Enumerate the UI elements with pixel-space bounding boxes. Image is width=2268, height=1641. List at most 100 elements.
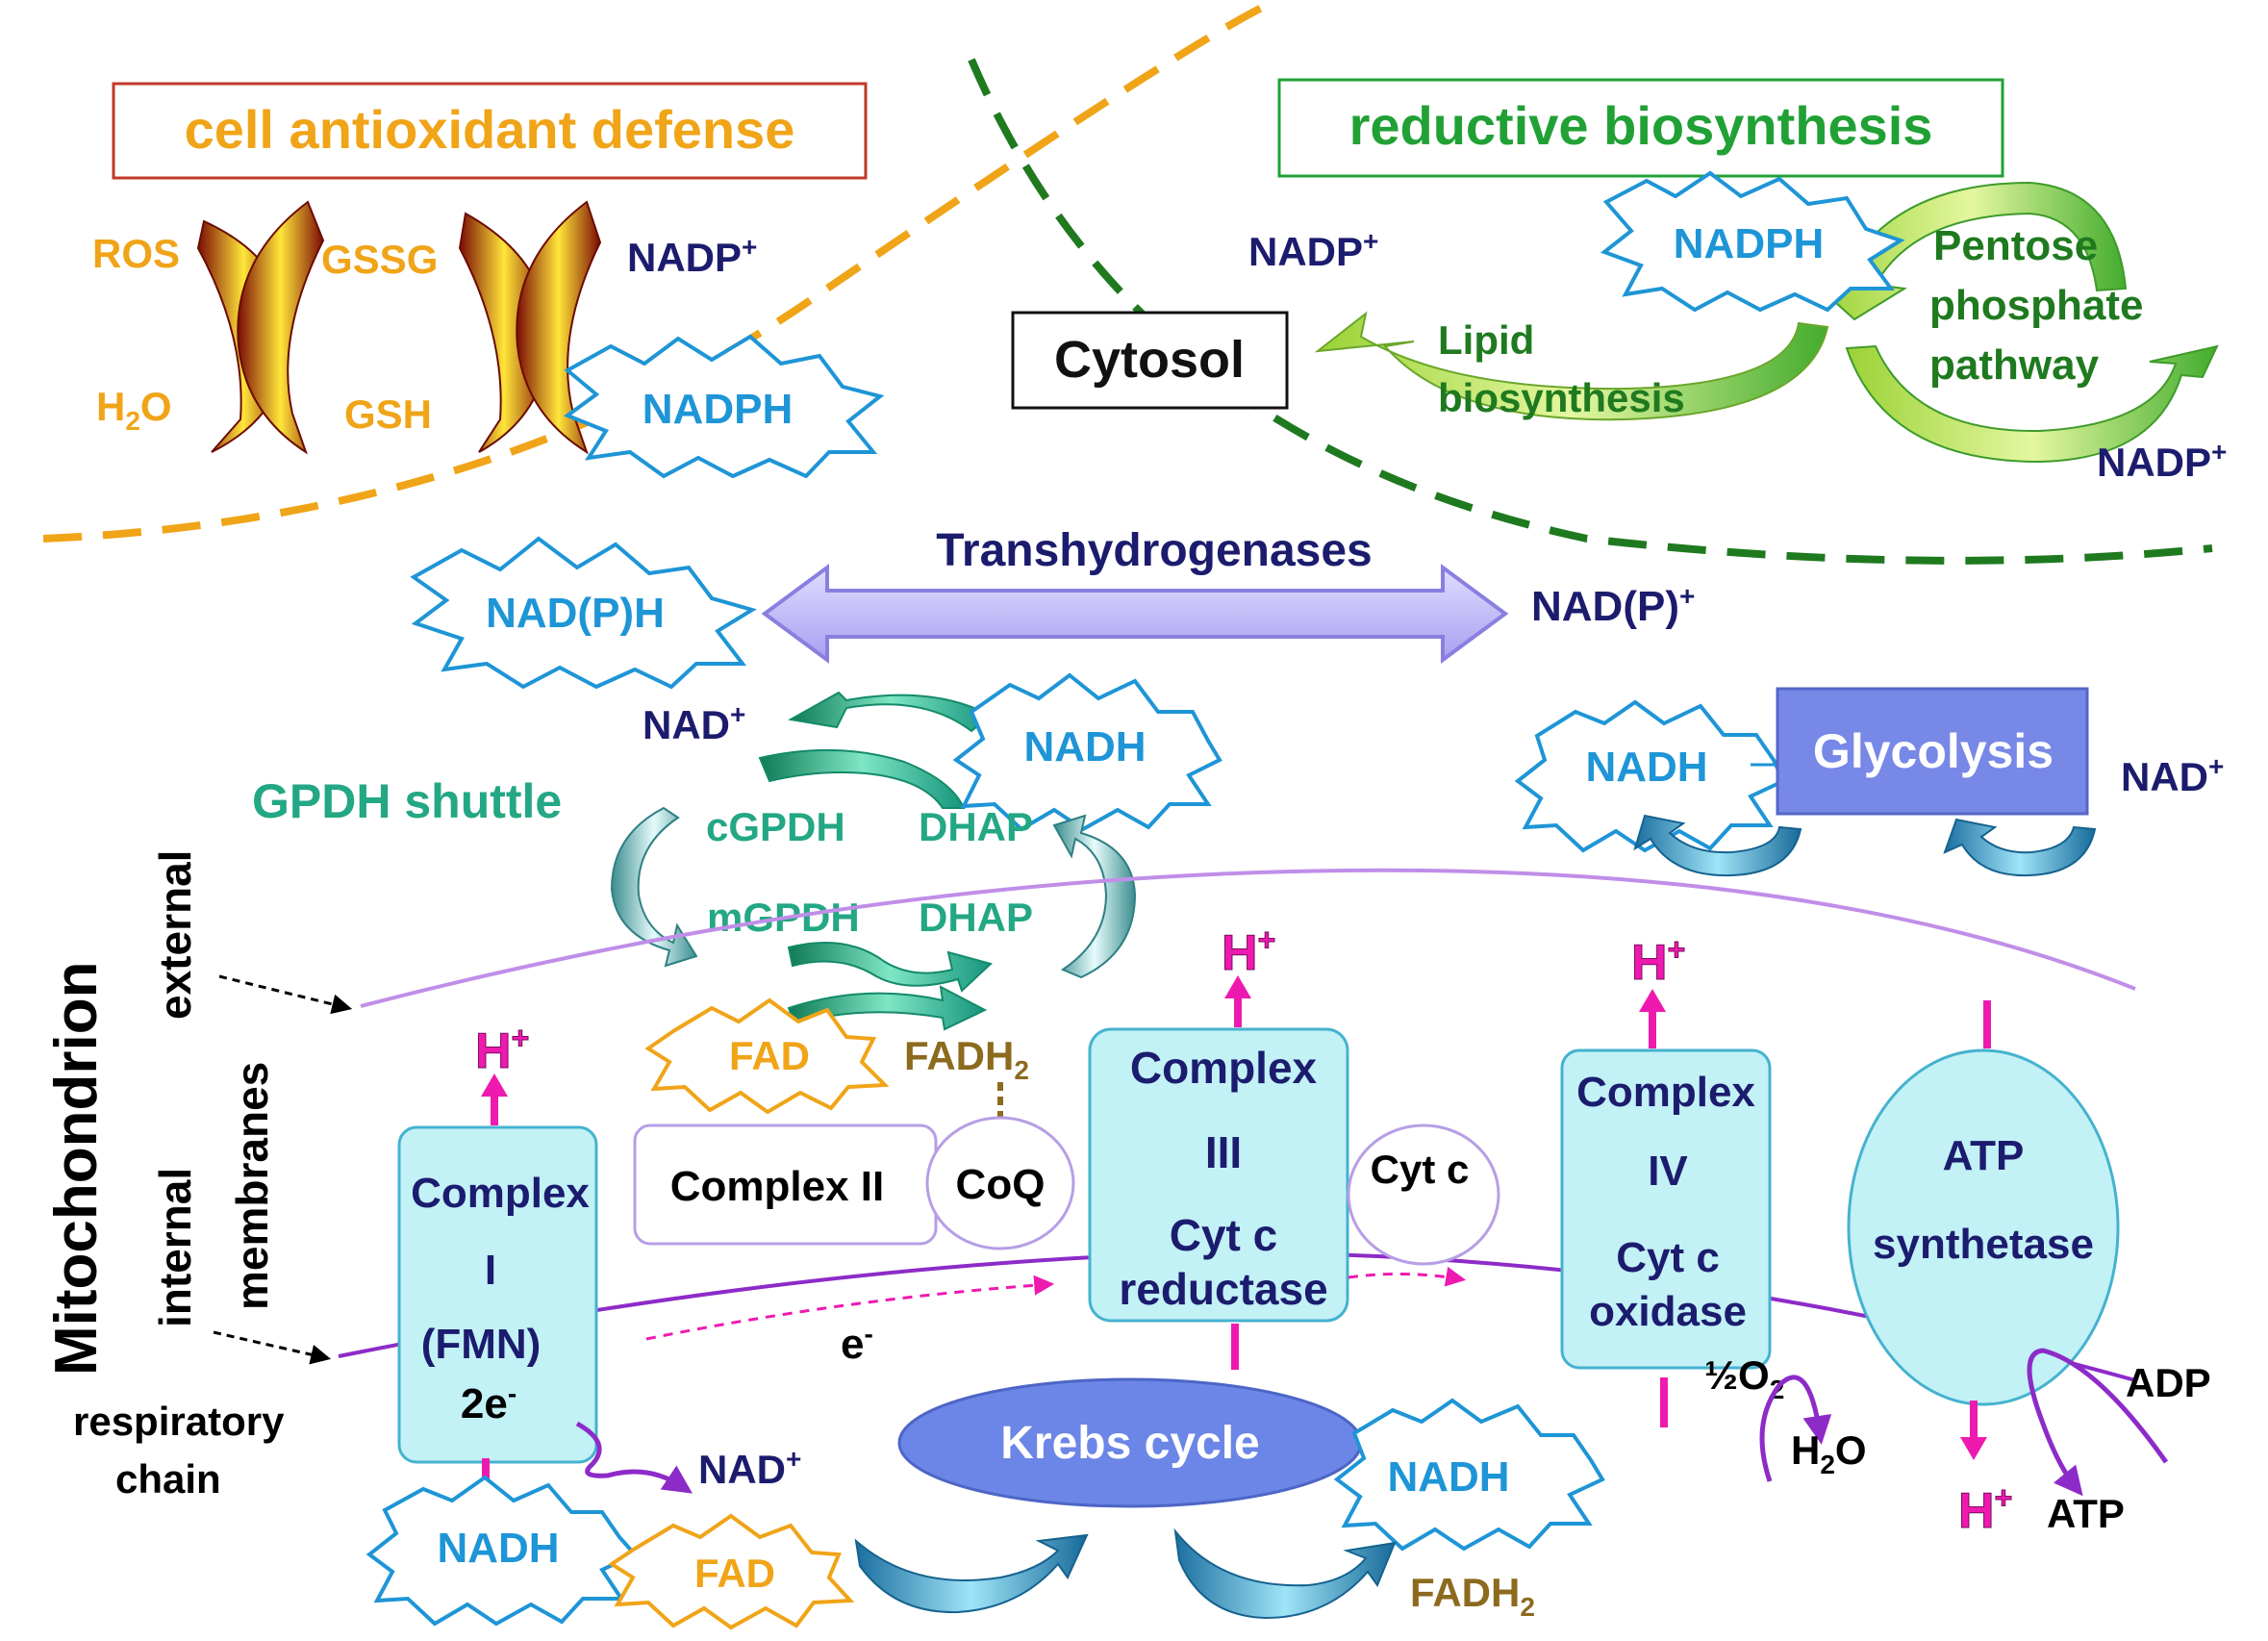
h-plus-label-1: H+ [475, 1021, 529, 1079]
nadph-starburst-1 [563, 334, 885, 479]
complex-iii-label-4: reductase [1119, 1264, 1327, 1314]
reductive-biosynthesis-title: reductive biosynthesis [1349, 95, 1933, 156]
h-plus-label-3: H+ [1631, 932, 1685, 991]
glycolysis-label: Glycolysis [1813, 724, 2054, 778]
fad-label-2: FAD [694, 1551, 775, 1596]
gssg-label: GSSG [321, 237, 438, 282]
ros-flame-arrow-right [237, 200, 325, 455]
complex-i-nad-arrow [575, 1421, 693, 1494]
cytosol-boundary-orange [42, 0, 1279, 543]
o2-to-h2o-arrow [1759, 1375, 1832, 1482]
complex-i-label-4: 2e- [461, 1378, 517, 1427]
h2o-label-1: H2O [96, 384, 172, 436]
gsh-label: GSH [344, 391, 432, 437]
gpdh-silver-arrow-left [610, 806, 698, 968]
nadh-starburst-4 [1333, 1398, 1605, 1552]
nadph-label-1: NADPH [643, 386, 793, 433]
complex-iv-label-3: Cyt c [1616, 1234, 1720, 1281]
nadh-starburst-2 [1514, 699, 1786, 853]
nadh-starburst-1 [952, 672, 1222, 832]
nadh-label-1: NADH [1023, 723, 1146, 770]
gpdh-silver-arrow-right [1052, 814, 1137, 979]
h-plus-label-2: H+ [1222, 922, 1275, 981]
electron-flow-dashed-1 [645, 1275, 1055, 1341]
coq-circle [925, 1116, 1075, 1250]
nadh-label-4: NADH [1387, 1453, 1509, 1501]
dhap-label-2: DHAP [919, 895, 1033, 940]
h-plus-label-4: H+ [1958, 1480, 2012, 1539]
membranes-label: membranes [227, 1062, 277, 1310]
lipid-biosynthesis-label-2: biosynthesis [1438, 375, 1685, 420]
nadp-paren-plus-label: NAD(P)+ [1531, 581, 1695, 630]
nadp-plus-label-2: NADP+ [1248, 226, 1378, 274]
external-label: external [150, 850, 200, 1020]
cyt-c-label: Cyt c [1371, 1147, 1470, 1192]
cytosol-box [1011, 311, 1289, 410]
internal-pointer [213, 1330, 332, 1365]
complex-iv-box [1560, 1048, 1772, 1370]
pentose-label-2: phosphate [1929, 282, 2143, 329]
fadh2-label-1: FADH2 [904, 1033, 1029, 1085]
nadh-label-2: NADH [1585, 744, 1707, 791]
ros-label: ROS [92, 231, 180, 276]
complex-iv-label-2: IV [1648, 1148, 1688, 1195]
complex-i-label-2: I [485, 1247, 496, 1294]
complex-i-label-3: (FMN) [421, 1321, 542, 1368]
complex-iii-label-2: III [1205, 1127, 1242, 1177]
adp-to-atp-arrow [2027, 1348, 2169, 1497]
e-minus-label: e- [841, 1319, 873, 1368]
nadh-label-3: NADH [437, 1525, 559, 1572]
complex-iii-label-3: Cyt c [1170, 1210, 1277, 1260]
transhydrogenases-arrow [761, 564, 1509, 664]
complex-ii-label: Complex II [670, 1163, 885, 1210]
krebs-blue-arrow-left [854, 1533, 1089, 1614]
nadph-paren-starburst [410, 536, 757, 690]
nad-plus-label-3: NAD+ [698, 1444, 801, 1492]
nad-teal-arrow-bottom [758, 748, 966, 809]
cyt-c-circle [1347, 1123, 1500, 1266]
pentose-bottom-arrow [1845, 344, 2219, 464]
nadp-plus-label-3: NADP+ [2097, 437, 2227, 485]
atp-h-out-arrowhead [1960, 1437, 1987, 1460]
coq-label: CoQ [956, 1161, 1046, 1208]
nadph-label-2: NADPH [1674, 220, 1824, 267]
fad-label-1: FAD [729, 1033, 810, 1078]
gssg-flame-arrow-left [458, 212, 550, 453]
nadh-starburst-3 [365, 1475, 639, 1627]
adp-label: ADP [2126, 1360, 2211, 1405]
fad-starburst-1 [644, 997, 890, 1115]
lipid-biosynthesis-label-1: Lipid [1438, 317, 1534, 363]
pentose-label-3: pathway [1929, 341, 2100, 389]
external-pointer [218, 974, 353, 1015]
atp-out-label: ATP [2047, 1491, 2125, 1536]
nadph-starburst-2 [1600, 170, 1905, 313]
cytosol-boundary-green [968, 58, 2213, 565]
nadp-plus-label-1: NADP+ [627, 232, 757, 280]
atp-synthetase-label-1: ATP [1943, 1132, 2025, 1179]
complex-iii-box [1088, 1027, 1349, 1323]
complex-i-box [397, 1125, 598, 1464]
mitochondrion-label: Mitochondrion [43, 962, 110, 1376]
complex-iii-label-1: Complex [1130, 1043, 1318, 1093]
complex-iv-h-arrowhead [1639, 989, 1666, 1012]
cytosol-label: Cytosol [1054, 331, 1245, 389]
fad-starburst-2 [608, 1513, 855, 1630]
respiratory-chain-label-1: respiratory [73, 1399, 285, 1444]
nad-teal-arrow-top [788, 691, 993, 733]
glycolysis-blue-arrow-left [1633, 814, 1802, 877]
nadph-paren-label: NAD(P)H [486, 590, 665, 637]
pentose-top-arrow [1815, 181, 2128, 321]
mgpdh-teal-arrow [787, 942, 993, 993]
electron-flow-dashed-2 [1348, 1266, 1467, 1287]
complex-iv-label-4: oxidase [1589, 1288, 1747, 1335]
cgpdh-label: cGPDH [706, 804, 845, 849]
glycolysis-blue-arrow-right [1943, 818, 2097, 877]
complex-i-h-arrowhead [481, 1073, 508, 1097]
complex-iii-h-arrowhead [1224, 975, 1251, 998]
nad-plus-label-1: NAD+ [643, 699, 745, 747]
fad-teal-arrow [787, 985, 988, 1031]
pentose-label-1: Pentose [1933, 222, 2098, 269]
atp-synthetase-ellipse [1847, 1048, 2120, 1406]
